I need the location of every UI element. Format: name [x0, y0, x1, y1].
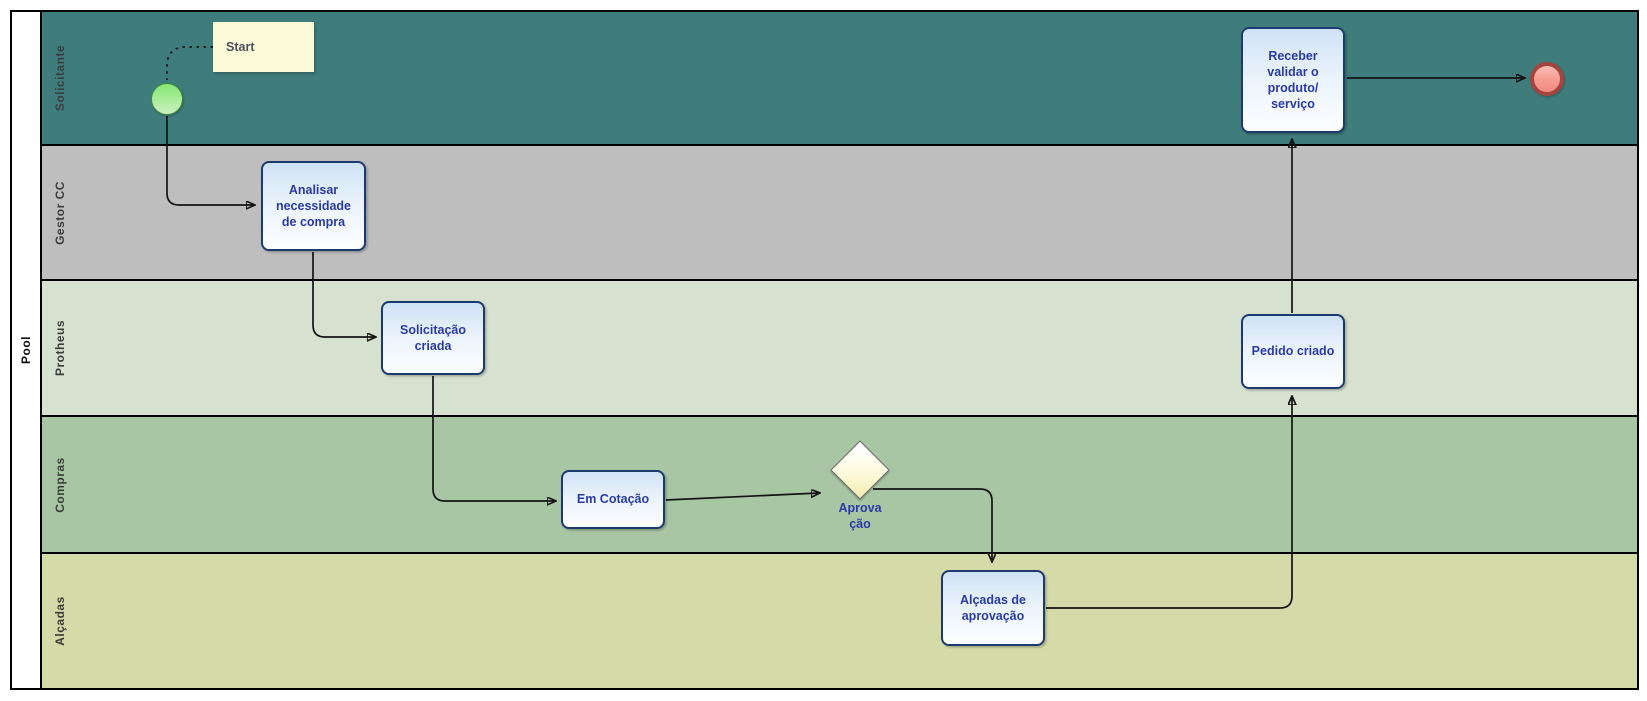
task-em-cotacao[interactable]: Em Cotação	[561, 470, 665, 529]
lane-label-alcadas: Alçadas	[53, 596, 67, 646]
lane-protheus: Protheus	[42, 281, 1637, 417]
task-pedido-criado[interactable]: Pedido criado	[1241, 314, 1345, 389]
lane-compras: Compras	[42, 417, 1637, 554]
task-solicitacao-criada[interactable]: Solicitação criada	[381, 301, 485, 375]
lane-label-solicitante: Solicitante	[53, 44, 67, 112]
start-event[interactable]	[151, 83, 183, 115]
start-annotation-note[interactable]: Start	[213, 22, 314, 72]
task-alcadas-aprovacao[interactable]: Alçadas de aprovação	[941, 570, 1045, 646]
lane-label-gestor-cc: Gestor CC	[53, 180, 67, 245]
lane-alcadas: Alçadas	[42, 554, 1637, 688]
gateway-aprovacao-label: Aprova ção	[838, 501, 882, 531]
pool: Pool Solicitante Gestor CC Protheus Comp…	[10, 10, 1639, 690]
lane-label-protheus: Protheus	[53, 319, 68, 377]
lanes-container: Solicitante Gestor CC Protheus Compras A…	[40, 12, 1637, 688]
start-annotation-label: Start	[226, 40, 255, 54]
lane-label-compras: Compras	[53, 456, 68, 513]
end-event[interactable]	[1530, 62, 1564, 96]
task-analisar-necessidade[interactable]: Analisar necessidade de compra	[261, 161, 366, 251]
pool-title: Pool	[12, 12, 40, 688]
task-receber-validar[interactable]: Receber validar o produto/ serviço	[1241, 27, 1345, 133]
pool-label: Pool	[19, 336, 33, 364]
